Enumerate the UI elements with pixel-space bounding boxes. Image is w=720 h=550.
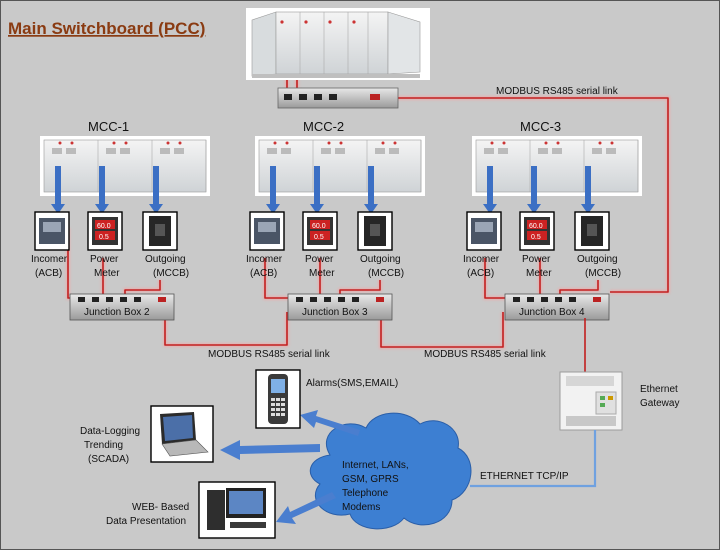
device-label-line1: Power (522, 254, 551, 265)
device-label-line2: (ACB) (35, 268, 62, 279)
junction-box (287, 293, 393, 321)
device-label-line1: Power (305, 254, 334, 265)
ethernet-link-line (470, 430, 597, 488)
serial-link-label-2-3: MODBUS RS485 serial link (208, 349, 331, 360)
device-label-line2: Meter (526, 268, 552, 279)
gateway-label-line2: Gateway (640, 398, 679, 409)
outgoing-mccb-image (574, 211, 610, 251)
meter-reading-top: 60.0 (97, 223, 111, 230)
mcc-label: MCC-1 (88, 119, 129, 134)
device-label-line2: Meter (309, 268, 335, 279)
meter-reading-top: 60.0 (312, 223, 326, 230)
down-arrow-icon (581, 166, 595, 214)
down-arrow-icon (527, 166, 541, 214)
junction-box-label: Junction Box 3 (302, 307, 368, 318)
cloud-to-web-arrow (276, 492, 336, 524)
down-arrow-icon (95, 166, 109, 214)
power-meter-image: 60.0 0.5 (302, 211, 338, 251)
page-title: Main Switchboard (PCC) (8, 19, 205, 38)
cloud-label-line1: Internet, LANs, (342, 460, 409, 471)
meter-reading-top: 60.0 (529, 223, 543, 230)
device-label-line1: Incomer (31, 254, 68, 265)
cloud-label-line2: GSM, GPRS (342, 474, 399, 485)
outgoing-mccb-image (142, 211, 178, 251)
cloud-label-line4: Modems (342, 502, 380, 513)
cloud-to-alarms-arrow (300, 410, 360, 436)
mcc-cabinet-image (40, 136, 210, 196)
device-label-line1: Outgoing (360, 254, 401, 265)
device-label-line1: Incomer (246, 254, 283, 265)
web-label-line2: Data Presentation (106, 516, 186, 527)
down-arrow-icon (266, 166, 280, 214)
scada-label-line3: (SCADA) (88, 454, 129, 465)
scada-label-line1: Data-Logging (80, 426, 140, 437)
device-label-line2: (MCCB) (368, 268, 404, 279)
down-arrow-icon (310, 166, 324, 214)
pcc-junction-box (277, 87, 399, 109)
incomer-acb-image (34, 211, 70, 251)
incomer-acb-image (466, 211, 502, 251)
serial-link-label-3-4: MODBUS RS485 serial link (424, 349, 547, 360)
down-arrow-icon (51, 166, 65, 214)
gateway-label-line1: Ethernet (640, 384, 678, 395)
alarms-label: Alarms(SMS,EMAIL) (306, 378, 398, 389)
junction-box (504, 293, 610, 321)
device-label-line2: (ACB) (467, 268, 494, 279)
junction-box-label: Junction Box 2 (84, 307, 150, 318)
mobile-phone-image (255, 369, 301, 429)
device-label-line2: (MCCB) (585, 268, 621, 279)
network-cloud (309, 412, 472, 530)
meter-reading-bottom: 0.5 (531, 234, 541, 241)
down-arrow-icon (364, 166, 378, 214)
device-label-line1: Outgoing (577, 254, 618, 265)
mcc-label: MCC-3 (520, 119, 561, 134)
power-meter-image: 60.0 0.5 (519, 211, 555, 251)
desktop-computer-image (198, 481, 276, 539)
meter-reading-bottom: 0.5 (99, 234, 109, 241)
device-label-line1: Power (90, 254, 119, 265)
device-label-line1: Incomer (463, 254, 500, 265)
junction-box-label: Junction Box 4 (519, 307, 585, 318)
web-label-line1: WEB- Based (132, 502, 189, 513)
cloud-to-scada-arrow (220, 440, 320, 460)
outgoing-mccb-image (357, 211, 393, 251)
mcc-cabinet-image (255, 136, 425, 196)
laptop-image (150, 405, 214, 463)
pcc-serial-link-label: MODBUS RS485 serial link (496, 86, 619, 97)
meter-reading-bottom: 0.5 (314, 234, 324, 241)
down-arrow-icon (149, 166, 163, 214)
pcc-switchboard-image (246, 8, 430, 80)
down-arrow-icon (483, 166, 497, 214)
device-label-line1: Outgoing (145, 254, 186, 265)
device-label-line2: (MCCB) (153, 268, 189, 279)
ethernet-gateway (559, 318, 623, 431)
junction-box (69, 293, 175, 321)
mcc-cabinet-image (472, 136, 642, 196)
power-meter-image: 60.0 0.5 (87, 211, 123, 251)
scada-label-line2: Trending (84, 440, 123, 451)
cloud-label-line3: Telephone (342, 488, 389, 499)
mcc-label: MCC-2 (303, 119, 344, 134)
incomer-acb-image (249, 211, 285, 251)
device-label-line2: (ACB) (250, 268, 277, 279)
device-label-line2: Meter (94, 268, 120, 279)
ethernet-link-label: ETHERNET TCP/IP (480, 471, 569, 482)
